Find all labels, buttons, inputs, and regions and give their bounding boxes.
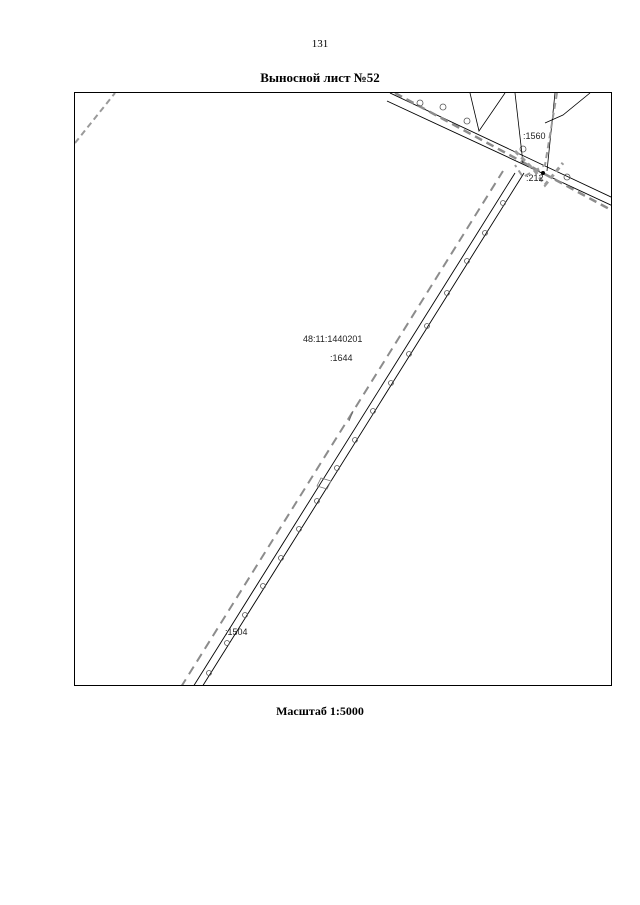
- label-parcel-212: :212: [526, 173, 544, 183]
- label-parcel-1504: :1504: [225, 627, 248, 637]
- junction-dashed: [513, 149, 565, 188]
- crossroad-edge-bottom: [386, 100, 611, 206]
- map-drawing: [75, 93, 611, 685]
- road-markers: [206, 200, 506, 676]
- crossroad-dashed: [394, 93, 611, 212]
- parcel-1560-boundary: [469, 93, 591, 172]
- junction-point: [541, 171, 545, 175]
- crossroad-edge-top: [389, 93, 611, 198]
- scale-caption: Масштаб 1:5000: [276, 704, 364, 718]
- page-number: 131: [311, 38, 329, 50]
- feature-near-1644: [348, 410, 354, 422]
- label-parcel-1644: :1644: [330, 353, 353, 363]
- label-cadastral-block: 48:11:1440201: [303, 334, 363, 344]
- road-dashed-boundary: [181, 170, 504, 685]
- road-edge-right: [202, 172, 525, 685]
- crossroad-markers: [416, 99, 571, 181]
- feature-rect: [316, 477, 332, 490]
- road-edge-left: [193, 172, 516, 685]
- label-parcel-1560: :1560: [523, 131, 546, 141]
- boundary-dashed-northwest: [75, 93, 116, 144]
- map-frame: 48:11:1440201 :1644 :1560 :212 :1504: [74, 92, 612, 686]
- sheet-title: Выносной лист №52: [260, 70, 380, 85]
